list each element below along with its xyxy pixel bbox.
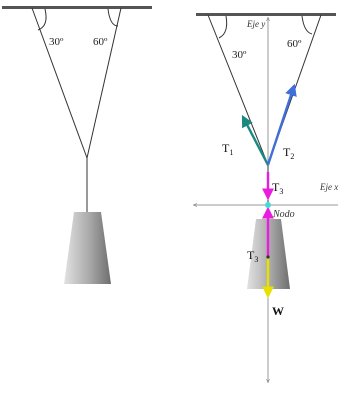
w-label: W: [272, 304, 284, 318]
weight-attach-point: [266, 255, 270, 259]
right-rope-1: [207, 14, 269, 166]
x-axis-label: Eje x: [319, 182, 338, 192]
left-angle-30-label: 30º: [49, 36, 64, 48]
left-rope-2: [86, 7, 122, 159]
t3-upper-label: T3: [272, 180, 283, 196]
left-angle-arc-60: [107, 8, 119, 27]
t2-label: T2: [283, 145, 294, 161]
left-rope-1: [31, 7, 88, 159]
right-figure: Eje y Eje x 30º 60º Nodo T1 T2 T3 T3 W: [194, 13, 338, 382]
t2-vector: [266, 83, 297, 166]
left-angle-arc-30: [37, 8, 47, 31]
left-weight: [64, 212, 111, 284]
y-axis-label: Eje y: [246, 19, 265, 29]
t1-vector: [241, 114, 270, 166]
left-angle-60-label: 60º: [93, 36, 108, 48]
left-ceiling: [2, 6, 152, 9]
right-angle-arc-60: [301, 15, 313, 35]
right-angle-arc-30: [218, 15, 228, 39]
left-figure: 30º 60º: [2, 6, 152, 284]
t1-label: T1: [222, 141, 233, 157]
node-label: Nodo: [272, 209, 295, 220]
t3-lower-label: T3: [247, 248, 258, 264]
node-point: [265, 202, 271, 208]
right-angle-60-label: 60º: [287, 38, 302, 50]
right-angle-30-label: 30º: [232, 49, 247, 61]
right-ceiling: [196, 13, 336, 16]
